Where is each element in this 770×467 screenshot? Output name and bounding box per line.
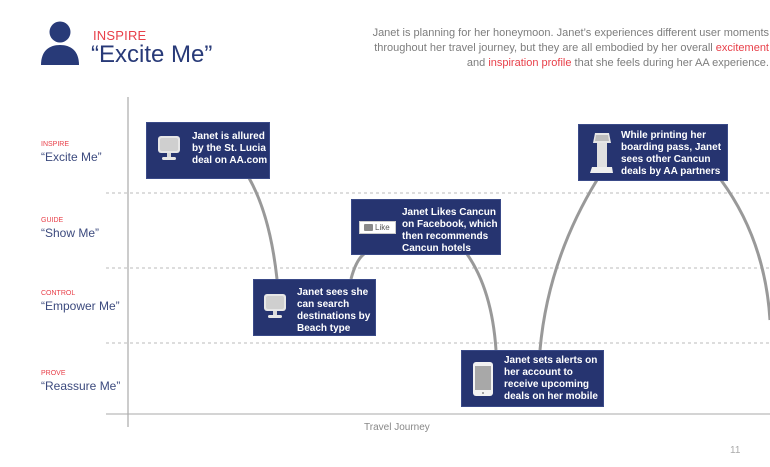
person-icon — [41, 21, 79, 65]
intro-line-3: and inspiration profile that she feels d… — [360, 56, 769, 71]
row-kicker: GUIDE — [41, 217, 64, 224]
card-text: Janet Likes Cancun on Facebook, which th… — [402, 207, 498, 254]
intro-text: that she feels during her AA experience. — [571, 57, 769, 69]
card-text: Janet sees she can search destinations b… — [297, 287, 371, 334]
row-label-inspire: INSPIRE “Excite Me” — [41, 141, 102, 164]
connector-line — [349, 252, 365, 280]
row-kicker: INSPIRE — [41, 141, 70, 148]
moment-card: Like Janet Likes Cancun on Facebook, whi… — [351, 199, 501, 255]
desktop-monitor-icon — [158, 136, 180, 160]
intro-text: and — [466, 57, 489, 69]
desktop-monitor-icon — [264, 294, 286, 318]
intro-line-2: throughout her travel journey, but they … — [360, 41, 769, 56]
connector-line — [247, 177, 279, 280]
intro-paragraph: Janet is planning for her honeymoon. Jan… — [360, 26, 769, 71]
x-axis-label: Travel Journey — [364, 422, 430, 433]
row-label-control: CONTROL “Empower Me” — [41, 290, 120, 313]
intro-text: throughout her travel journey, but they … — [374, 42, 716, 54]
row-name: “Empower Me” — [41, 299, 120, 313]
persona-kicker: INSPIRE — [93, 28, 147, 43]
facebook-like-button: Like — [359, 221, 396, 234]
connector-line — [538, 179, 599, 351]
connector-line — [719, 179, 770, 321]
like-label: Like — [375, 223, 390, 232]
row-kicker: CONTROL — [41, 290, 76, 297]
moment-card: Janet sets alerts on her account to rece… — [461, 350, 604, 407]
persona-title: “Excite Me” — [91, 41, 213, 68]
moment-card: While printing her boarding pass, Janet … — [578, 124, 728, 181]
row-name: “Reassure Me” — [41, 379, 121, 393]
kiosk-icon — [590, 133, 613, 173]
card-text: While printing her boarding pass, Janet … — [621, 130, 722, 177]
connector-line — [465, 253, 498, 351]
intro-highlight-inspiration: inspiration profile — [488, 57, 572, 69]
moment-card: Janet is allured by the St. Lucia deal o… — [146, 122, 270, 179]
page-number: 11 — [730, 445, 741, 456]
card-text: Janet sets alerts on her account to rece… — [504, 355, 598, 402]
row-name: “Excite Me” — [41, 150, 102, 164]
moment-card: Janet sees she can search destinations b… — [253, 279, 376, 336]
mobile-phone-icon — [473, 362, 493, 396]
thumbs-up-icon — [364, 224, 373, 231]
intro-highlight-excitement: excitement — [715, 42, 769, 54]
card-text: Janet is allured by the St. Lucia deal o… — [192, 131, 268, 166]
intro-line-1: Janet is planning for her honeymoon. Jan… — [372, 27, 769, 39]
row-name: “Show Me” — [41, 226, 100, 240]
row-label-prove: PROVE “Reassure Me” — [41, 370, 120, 393]
row-kicker: PROVE — [41, 370, 66, 377]
row-label-guide: GUIDE “Show Me” — [41, 217, 99, 240]
